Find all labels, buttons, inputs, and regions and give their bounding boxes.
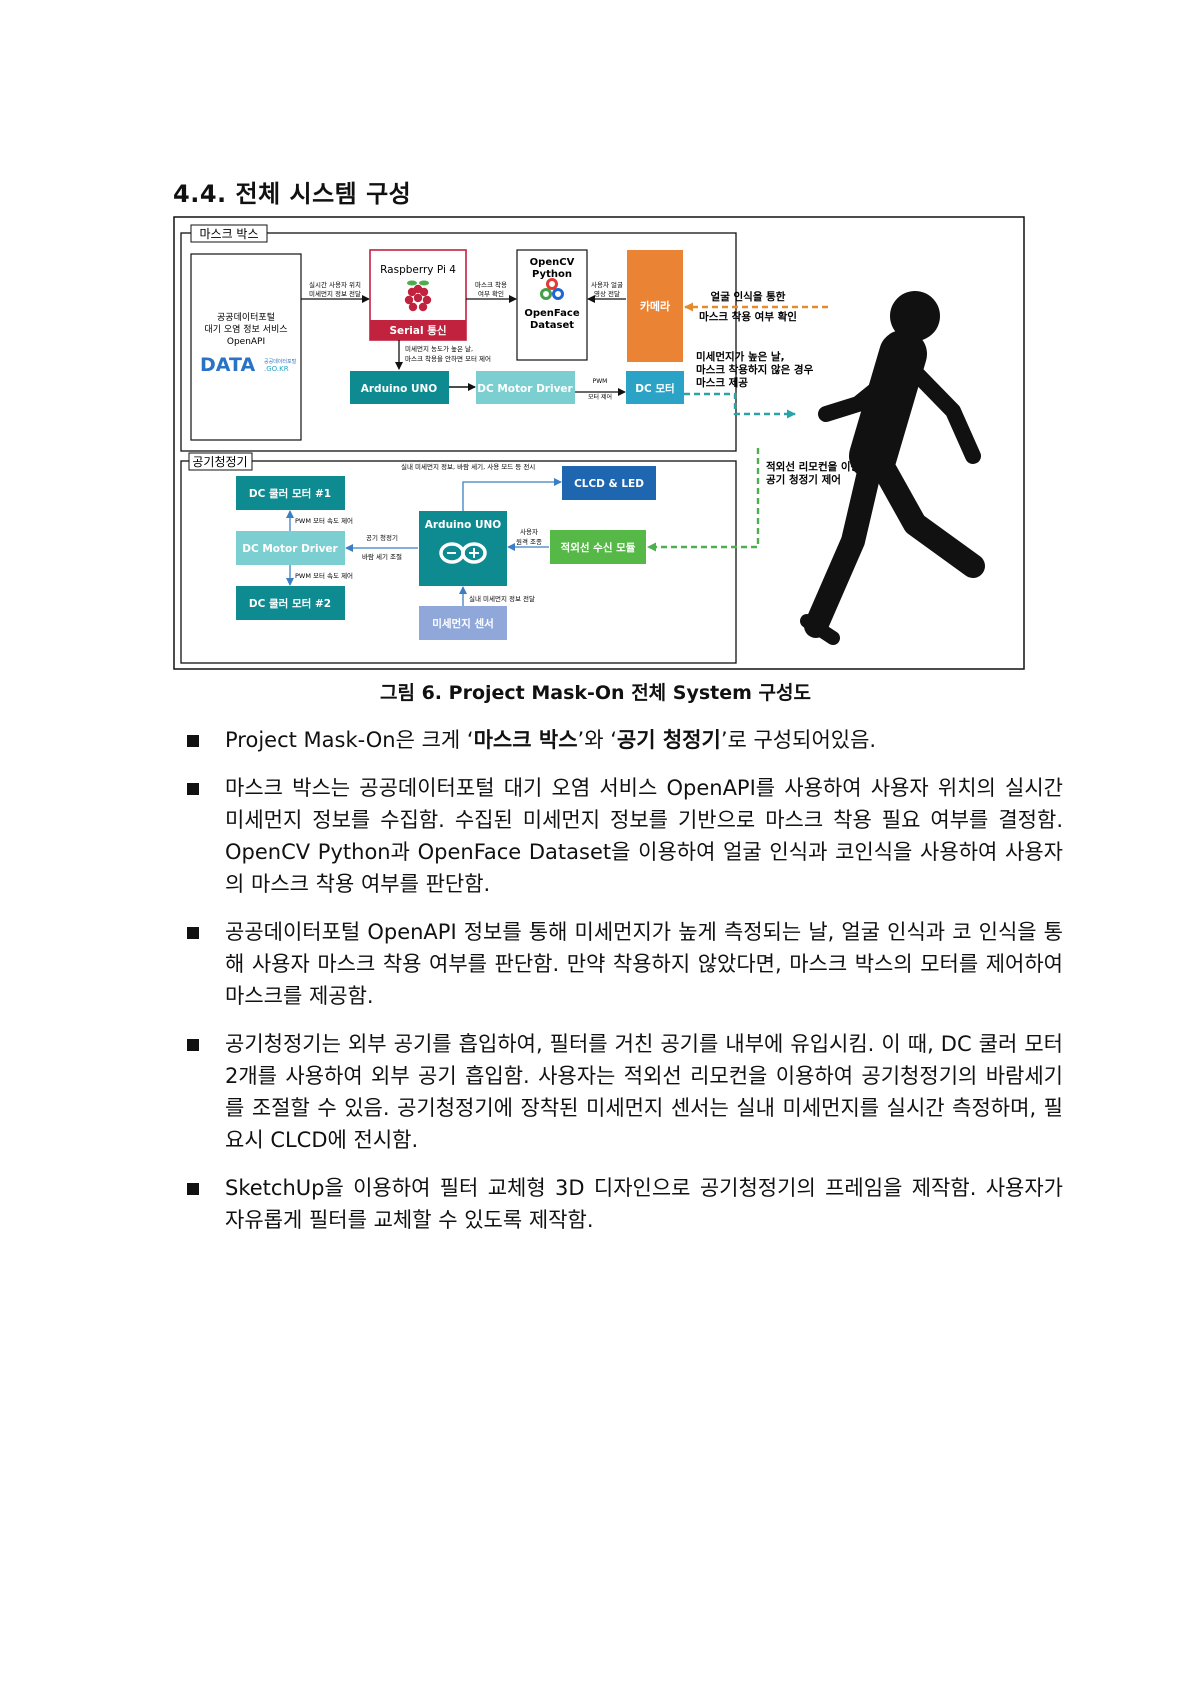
pwm-speed-1: PWM 모터 속도 제어 <box>295 516 353 525</box>
bullet-bold-maskbox: 마스크 박스 <box>473 728 578 752</box>
serial-bar <box>370 320 466 340</box>
motor-note-1: 미세먼지 농도가 높은 날, <box>405 344 473 353</box>
bullet-square-icon <box>187 735 199 747</box>
arrow-api-rpi-1: 실시간 사용자 위치 <box>309 280 361 289</box>
opencv-box <box>516 249 588 361</box>
data-logo-sub1: 공공데이터포털 <box>264 358 297 365</box>
dust-note: 실내 미세먼지 정보 전달 <box>469 594 535 603</box>
figure-caption: 그림 6. Project Mask-On 전체 System 구성도 <box>380 682 811 704</box>
arduino-air-label: Arduino UNO <box>425 519 502 531</box>
bullet-text: SketchUp을 이용하여 필터 교체형 3D 디자인으로 공기청정기의 프레… <box>225 1176 1063 1232</box>
cooler2-label: DC 쿨러 모터 #2 <box>249 597 331 610</box>
ir-remote-note-1: 적외선 리모컨을 이용한 <box>766 460 870 473</box>
bullet-square-icon <box>187 1039 199 1051</box>
system-diagram: 마스크 박스 공공데이터포털 대기 오염 정보 서비스 OpenAPI DATA… <box>173 216 1025 670</box>
pwm-label-2: 모터 제어 <box>588 393 612 401</box>
cooler1-box <box>236 476 345 510</box>
ir-remote-note-2: 공기 청정기 제어 <box>766 473 841 486</box>
maskbox-frame <box>180 232 737 452</box>
bullet-list: Project Mask-On은 크게 ‘마스크 박스’와 ‘공기 청정기’로 … <box>183 724 1063 1252</box>
open-api-label-1: 공공데이터포털 <box>217 311 275 323</box>
bullet-square-icon <box>187 1183 199 1195</box>
cooler2-box <box>236 586 345 620</box>
walking-person-icon <box>800 291 985 645</box>
dc-driver-air-box <box>236 531 345 565</box>
arrow-rpi-cv-2: 여부 확인 <box>478 289 504 298</box>
arrow-air-wind-2: 바람 세기 조절 <box>362 552 402 561</box>
section-heading: 4.4. 전체 시스템 구성 <box>173 180 412 208</box>
openface-label-2: Dataset <box>530 320 574 331</box>
ir-receiver-label: 적외선 수신 모듈 <box>561 541 636 554</box>
clcd-note: 실내 미세먼지 정보, 바람 세기, 사용 모드 등 전시 <box>401 462 535 471</box>
opencv-label-2: Python <box>532 269 572 280</box>
dc-driver-label: DC Motor Driver <box>477 383 573 395</box>
bullet-item: Project Mask-On은 크게 ‘마스크 박스’와 ‘공기 청정기’로 … <box>183 724 1063 756</box>
dc-driver-air-label: DC Motor Driver <box>242 543 338 555</box>
arduino-infinity-icon <box>439 542 487 564</box>
cooler1-label: DC 쿨러 모터 #1 <box>249 487 331 500</box>
bullet-text-part: Project Mask-On은 크게 ‘ <box>225 728 474 752</box>
dc-driver-box <box>476 371 575 404</box>
arrow-user-1: 사용자 <box>520 527 538 536</box>
ir-receiver-box <box>550 530 646 564</box>
bullet-square-icon <box>187 783 199 795</box>
arrow-user-2: 원격 조종 <box>516 537 542 546</box>
arrow-cam-cv-2: 영상 전달 <box>594 289 620 298</box>
bullet-text-part: ’와 ‘ <box>577 728 617 752</box>
dc-motor-box <box>626 371 684 404</box>
bullet-item: 마스크 박스는 공공데이터포털 대기 오염 서비스 OpenAPI를 사용하여 … <box>183 772 1063 900</box>
face-note-1: 얼굴 인식을 통한 <box>711 290 786 303</box>
camera-label: 카메라 <box>640 299 671 313</box>
dc-motor-label: DC 모터 <box>635 382 674 395</box>
raspberry-pi-icon <box>404 280 432 312</box>
data-logo-sub2: .GO.KR <box>264 365 289 373</box>
pwm-speed-2: PWM 모터 속도 제어 <box>295 571 353 580</box>
bullet-text: 공기청정기는 외부 공기를 흡입하여, 필터를 거친 공기를 내부에 유입시킴.… <box>225 1032 1063 1152</box>
arrow-rpi-cv-1: 마스크 착용 <box>475 280 507 289</box>
bullet-text: 공공데이터포털 OpenAPI 정보를 통해 미세먼지가 높게 측정되는 날, … <box>225 920 1063 1008</box>
clcd-box <box>562 466 656 500</box>
serial-label: Serial 통신 <box>389 324 446 337</box>
maskbox-title: 마스크 박스 <box>199 227 258 241</box>
data-logo: DATA <box>200 354 255 376</box>
air-title: 공기청정기 <box>192 455 247 469</box>
mask-provide-3: 마스크 제공 <box>696 376 748 389</box>
arrow-cam-cv-1: 사용자 얼굴 <box>591 280 623 289</box>
opencv-label-1: OpenCV <box>530 257 575 268</box>
bullet-text: 마스크 박스는 공공데이터포털 대기 오염 서비스 OpenAPI를 사용하여 … <box>225 776 1063 896</box>
pwm-label-1: PWM <box>593 378 608 385</box>
arrow-air-wind-1: 공기 청정기 <box>366 533 398 542</box>
face-note-2: 마스크 착용 여부 확인 <box>699 310 797 323</box>
dust-sensor-label: 미세먼지 센서 <box>432 617 494 630</box>
open-api-label-2: 대기 오염 정보 서비스 <box>204 324 287 335</box>
mask-provide-1: 미세먼지가 높은 날, <box>696 350 785 363</box>
bullet-item: SketchUp을 이용하여 필터 교체형 3D 디자인으로 공기청정기의 프레… <box>183 1172 1063 1236</box>
bullet-bold-air: 공기 청정기 <box>616 728 721 752</box>
openface-label-1: OpenFace <box>524 308 579 319</box>
air-frame <box>180 460 737 664</box>
arduino-uno-box <box>350 371 449 404</box>
bullet-item: 공기청정기는 외부 공기를 흡입하여, 필터를 거친 공기를 내부에 유입시킴.… <box>183 1028 1063 1156</box>
camera-box <box>627 250 683 362</box>
open-api-box <box>190 253 302 441</box>
dust-sensor-box <box>419 606 507 640</box>
bullet-square-icon <box>187 927 199 939</box>
opencv-icon <box>540 278 564 300</box>
clcd-label: CLCD & LED <box>574 478 644 490</box>
raspberry-pi-title: Raspberry Pi 4 <box>380 264 456 276</box>
bullet-text-part: ’로 구성되어있음. <box>720 728 877 752</box>
open-api-label-3: OpenAPI <box>227 337 265 347</box>
motor-note-2: 마스크 착용을 안하면 모터 제어 <box>405 354 491 363</box>
arduino-uno-label: Arduino UNO <box>361 383 438 395</box>
bullet-item: 공공데이터포털 OpenAPI 정보를 통해 미세먼지가 높게 측정되는 날, … <box>183 916 1063 1012</box>
arrow-api-rpi-2: 미세먼지 정보 전달 <box>309 289 361 298</box>
mask-provide-2: 마스크 착용하지 않은 경우 <box>696 363 814 376</box>
bullet-text: Project Mask-On은 크게 ‘마스크 박스’와 ‘공기 청정기’로 … <box>225 728 876 752</box>
